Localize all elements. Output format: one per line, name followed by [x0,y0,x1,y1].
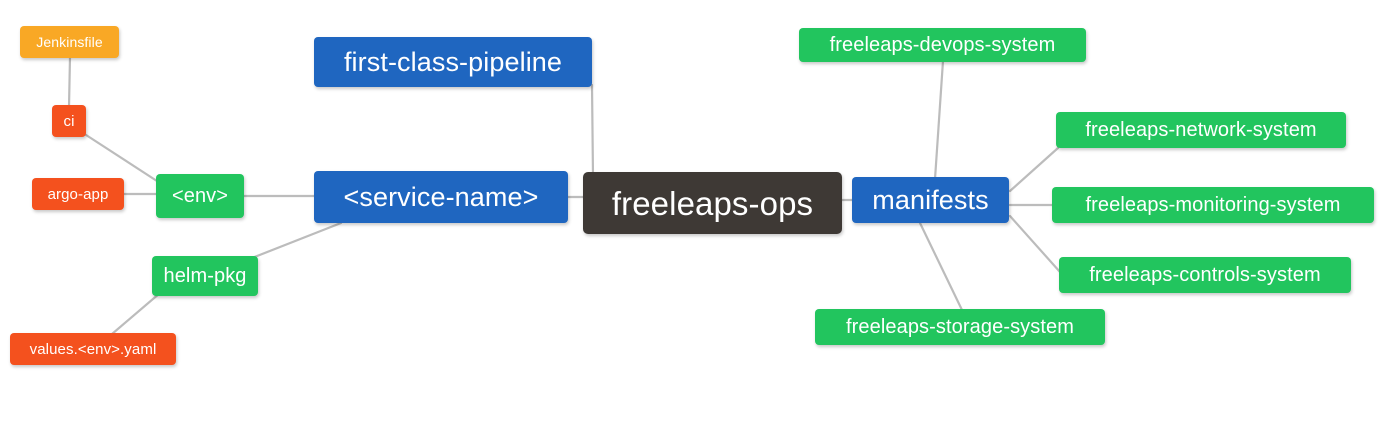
node-freeleaps-devops-system[interactable]: freeleaps-devops-system [799,28,1086,62]
node-label: freeleaps-monitoring-system [1085,194,1341,216]
node-freeleaps-controls-system[interactable]: freeleaps-controls-system [1059,257,1351,293]
node-label: <service-name> [343,181,539,212]
node-service-name[interactable]: <service-name> [314,171,568,223]
node-freeleaps-storage-system[interactable]: freeleaps-storage-system [815,309,1105,345]
node-label: first-class-pipeline [343,46,563,77]
edge-root-first-class-pipeline [590,83,595,178]
edge-manifests-controls-system [1008,214,1062,274]
node-freeleaps-monitoring-system[interactable]: freeleaps-monitoring-system [1052,187,1374,223]
node-argo-app[interactable]: argo-app [32,178,124,210]
node-label: values.<env>.yaml [29,340,157,358]
edge-helm-pkg-values-yaml [110,291,162,336]
node-env[interactable]: <env> [156,174,244,218]
node-label: helm-pkg [163,265,247,287]
node-helm-pkg[interactable]: helm-pkg [152,256,258,296]
edge-manifests-storage-system [918,221,964,312]
node-label: freeleaps-ops [611,184,814,222]
edge-ci-jenkinsfile [67,55,72,109]
node-label: <env> [171,185,229,207]
node-label: freeleaps-storage-system [845,316,1075,338]
node-label: freeleaps-network-system [1085,119,1317,141]
node-label: Jenkinsfile [36,34,103,50]
edge-service-name-helm-pkg [250,221,343,260]
node-label: freeleaps-controls-system [1089,264,1321,286]
node-label: ci [63,112,75,130]
node-freeleaps-network-system[interactable]: freeleaps-network-system [1056,112,1346,148]
edge-manifests-devops-system [933,59,945,181]
node-label: manifests [872,184,989,215]
node-label: argo-app [47,185,109,203]
node-freeleaps-ops[interactable]: freeleaps-ops [583,172,842,234]
edge-env-ci [81,131,162,185]
node-first-class-pipeline[interactable]: first-class-pipeline [314,37,592,87]
node-values-yaml[interactable]: values.<env>.yaml [10,333,176,365]
edge-manifests-network-system [1008,146,1060,193]
node-jenkinsfile[interactable]: Jenkinsfile [20,26,119,58]
node-label: freeleaps-devops-system [829,34,1056,56]
node-manifests[interactable]: manifests [852,177,1009,223]
node-ci[interactable]: ci [52,105,86,137]
